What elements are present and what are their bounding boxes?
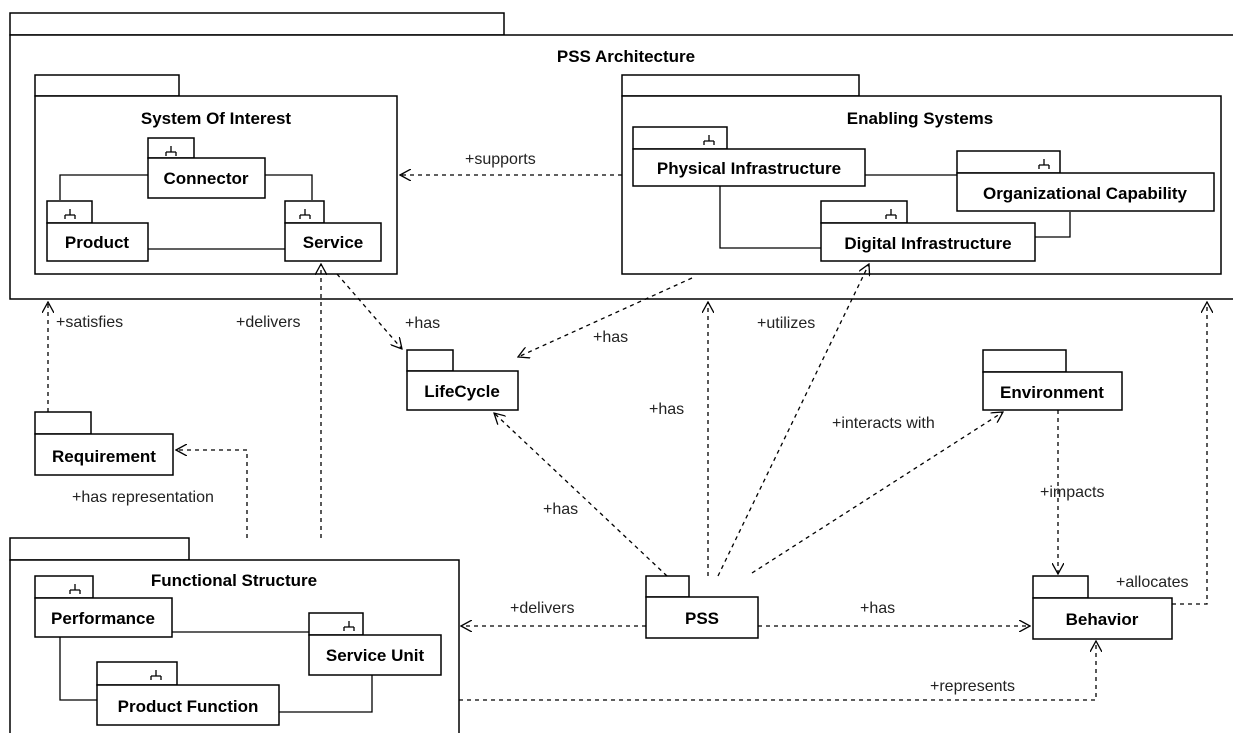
utilizes-label: +utilizes [757, 315, 815, 332]
enabling-has-lifecycle-label: +has [593, 329, 628, 346]
component-icon [703, 135, 715, 145]
component-icon [150, 670, 162, 680]
component-icon [69, 584, 81, 594]
package-connector[interactable]: Connector [147, 137, 266, 199]
package-requirement[interactable]: Requirement [34, 411, 174, 476]
component-icon [1038, 159, 1050, 169]
component-icon [885, 209, 897, 219]
pss-architecture-title: PSS Architecture [557, 47, 695, 66]
enabling-systems-title: Enabling Systems [847, 109, 993, 128]
service-unit-label: Service Unit [326, 646, 425, 665]
supports-label: +supports [465, 151, 536, 168]
utilizes-arrow [717, 264, 869, 577]
performance-productfunction-link [59, 637, 97, 701]
allocates-arrow [1172, 302, 1207, 605]
package-product-function[interactable]: Product Function [96, 661, 280, 726]
connector-label: Connector [164, 169, 249, 188]
package-digital-infrastructure[interactable]: Digital Infrastructure [820, 200, 1036, 262]
requirement-label: Requirement [52, 447, 156, 466]
package-physical-infrastructure[interactable]: Physical Infrastructure [632, 126, 866, 187]
digital-infrastructure-label: Digital Infrastructure [844, 234, 1011, 253]
product-label: Product [65, 233, 130, 252]
digital-organizational-link [1035, 212, 1071, 238]
pss-has-architecture-label: +has [649, 401, 684, 418]
package-service[interactable]: Service [284, 200, 382, 262]
lifecycle-label: LifeCycle [424, 382, 500, 401]
connector-service-link [265, 174, 313, 200]
physical-infrastructure-label: Physical Infrastructure [657, 159, 841, 178]
interacts-with-arrow [751, 412, 1003, 574]
connector-product-link [59, 174, 152, 200]
physical-digital-link [719, 186, 821, 249]
pss-has-lifecycle-arrow [494, 413, 668, 577]
interacts-with-label: +interacts with [832, 415, 935, 432]
package-lifecycle[interactable]: LifeCycle [406, 349, 519, 411]
package-behavior[interactable]: Behavior [1032, 575, 1173, 640]
system-of-interest-title: System Of Interest [141, 109, 292, 128]
satisfies-label: +satisfies [56, 314, 123, 331]
component-icon [343, 621, 355, 631]
performance-label: Performance [51, 609, 155, 628]
behavior-label: Behavior [1066, 610, 1139, 629]
component-icon [64, 209, 76, 219]
pss-has-lifecycle-label: +has [543, 501, 578, 518]
service-label: Service [303, 233, 364, 252]
package-pss[interactable]: PSS [645, 575, 759, 639]
component-icon [165, 146, 177, 156]
package-environment[interactable]: Environment [982, 349, 1123, 411]
product-function-label: Product Function [118, 697, 259, 716]
has-representation-label: +has representation [72, 489, 214, 506]
package-product[interactable]: Product [46, 200, 149, 262]
soi-has-lifecycle-arrow [336, 273, 402, 349]
has-representation-arrow [176, 450, 248, 538]
package-organizational-capability[interactable]: Organizational Capability [956, 150, 1215, 212]
represents-label: +represents [930, 678, 1015, 695]
pss-has-behavior-label: +has [860, 600, 895, 617]
delivers-functional-label: +delivers [510, 600, 574, 617]
delivers-service-label: +delivers [236, 314, 300, 331]
organizational-capability-label: Organizational Capability [983, 184, 1188, 203]
soi-has-lifecycle-label: +has [405, 315, 440, 332]
package-performance[interactable]: Performance [34, 575, 173, 638]
productfunction-serviceunit-link [279, 675, 373, 713]
environment-label: Environment [1000, 383, 1104, 402]
allocates-label: +allocates [1116, 574, 1189, 591]
pss-label: PSS [685, 609, 719, 628]
functional-structure-title: Functional Structure [151, 571, 317, 590]
impacts-label: +impacts [1040, 484, 1104, 501]
component-icon [299, 209, 311, 219]
package-service-unit[interactable]: Service Unit [308, 612, 442, 676]
